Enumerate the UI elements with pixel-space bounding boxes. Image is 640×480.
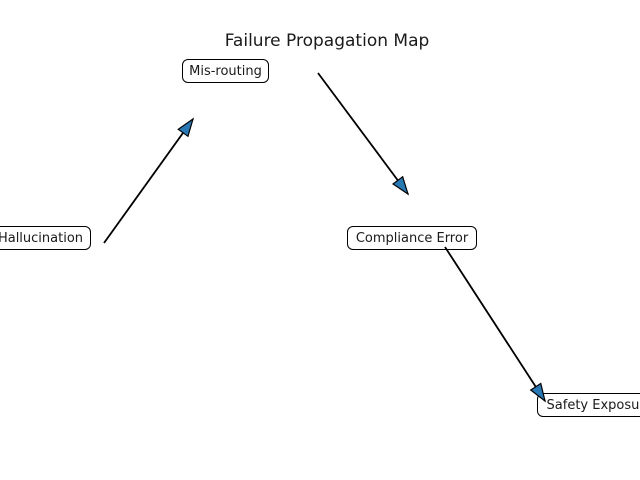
- diagram-title: Failure Propagation Map: [224, 31, 430, 51]
- node-mis-routing-label: Mis-routing: [189, 63, 262, 79]
- node-hallucination: Hallucination: [0, 226, 91, 250]
- edge-compliance-error-to-safety-exposure: [444, 246, 546, 403]
- node-hallucination-label: Hallucination: [0, 230, 84, 246]
- node-safety-exposure-label: Safety Exposure: [546, 397, 640, 413]
- node-mis-routing: Mis-routing: [182, 59, 269, 83]
- edge-misrouting-to-compliance-error: [317, 72, 410, 196]
- node-safety-exposure: Safety Exposure: [537, 393, 640, 417]
- node-compliance-error-label: Compliance Error: [355, 230, 469, 246]
- edge-hallucination-to-misrouting: [103, 117, 195, 244]
- node-compliance-error: Compliance Error: [347, 226, 477, 250]
